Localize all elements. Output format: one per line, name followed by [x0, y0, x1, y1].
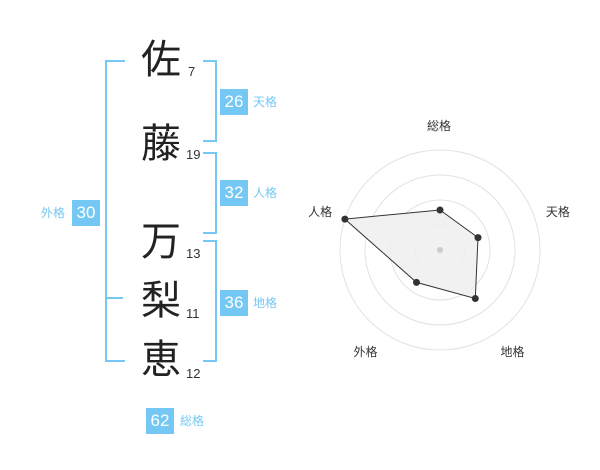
ten-bracket: [203, 60, 217, 142]
gai-bracket-tick: [105, 297, 123, 299]
name-char-5: 恵: [141, 337, 181, 383]
name-char-4: 梨: [141, 278, 181, 324]
name-char-2: 藤: [141, 121, 181, 167]
jin-value-box: 32: [220, 180, 248, 206]
radar-axis-label-1: 天格: [545, 205, 570, 220]
name-char-3: 万: [141, 219, 181, 265]
radar-center-dot: [437, 247, 443, 253]
chi-label: 地格: [253, 296, 278, 310]
jin-label: 人格: [253, 186, 278, 200]
radar-point-1: [474, 234, 482, 242]
radar-ring: [339, 149, 541, 351]
ten-value-box: 26: [220, 89, 248, 115]
gai-label: 外格: [41, 206, 66, 220]
sou-label: 総格: [180, 414, 205, 428]
radar-point-2: [471, 295, 479, 302]
radar-axis-label-3: 外格: [353, 345, 378, 360]
radar-axis-label-2: 地格: [500, 345, 525, 360]
stroke-count-2: 19: [186, 147, 201, 162]
stroke-count-4: 11: [186, 306, 200, 321]
sou-value-box: 62: [146, 408, 174, 434]
radar-series-polygon: [343, 209, 479, 300]
name-char-1: 佐: [141, 37, 181, 83]
chi-value-box: 36: [220, 290, 248, 316]
stroke-count-3: 13: [186, 246, 201, 261]
chi-bracket: [203, 240, 217, 362]
stroke-count-5: 12: [186, 366, 201, 381]
radar-axis-label-0: 総格: [427, 119, 452, 133]
jin-bracket: [203, 152, 217, 234]
ten-label: 天格: [253, 95, 278, 109]
radar-ring: [364, 174, 516, 326]
radar-point-4: [341, 215, 349, 223]
gai-bracket: [105, 60, 125, 362]
stroke-count-1: 7: [188, 64, 196, 79]
radar-axis-label-4: 人格: [308, 205, 333, 220]
radar-point-0: [436, 206, 444, 214]
radar-point-3: [413, 278, 420, 286]
gai-value-box: 30: [72, 200, 100, 226]
